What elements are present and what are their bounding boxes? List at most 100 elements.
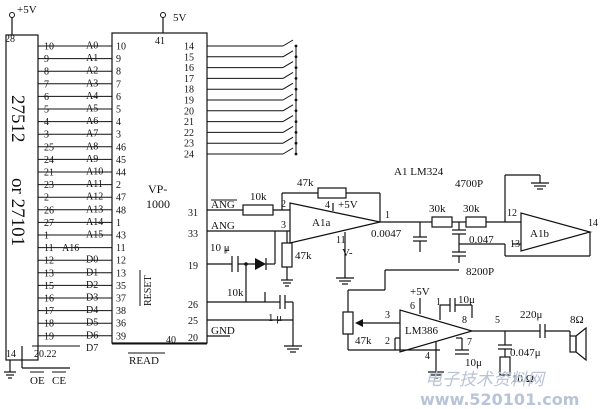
cap-10u-low-label: 10μ — [465, 357, 482, 369]
vp1000-left-pin-9: 45 — [116, 155, 126, 166]
resistor-47k-b — [281, 242, 293, 268]
bus-label-2: A2 — [86, 66, 98, 77]
vp1000-left-pin-8: 46 — [116, 142, 126, 153]
bus-label-11: A11 — [86, 179, 103, 190]
vp1000-left-pin-4: 6 — [116, 92, 121, 103]
diode-body — [255, 258, 266, 270]
vp1000-right-pin-7: 21 — [184, 117, 194, 128]
reset-network: 10k 1 μ — [227, 287, 294, 324]
vp1000-right-pin-0: 14 — [184, 42, 194, 53]
resistor-30k-b — [465, 216, 487, 228]
eprom-pin-20: 16 — [44, 294, 54, 305]
read-label: READ — [129, 355, 159, 367]
cap-0047b-label: 0.047 — [469, 234, 494, 246]
vp1000-left-pin-10: 44 — [116, 168, 126, 179]
switch-blade-1 — [282, 50, 294, 58]
bus-label-24: D7 — [86, 343, 98, 354]
vp1000-right-pin-4: 18 — [184, 85, 194, 96]
speaker-icon — [575, 326, 587, 362]
vp1000-right-pin-9: 23 — [184, 139, 194, 150]
bus-label-6: A6 — [86, 116, 98, 127]
opamp-a1a-pin3: 3 — [281, 220, 286, 231]
bus-label-15: A15 — [86, 230, 103, 241]
vp1000-left-pin-20: 37 — [116, 294, 126, 305]
vp1000-vcc-pin: 41 — [155, 36, 165, 47]
eprom-gnd-pin: 14 — [6, 349, 16, 360]
opamp-a1a-body — [289, 202, 381, 244]
switch-array — [207, 39, 298, 156]
switch-blade-4 — [282, 82, 294, 90]
resistor-47k-b-label: 47k — [295, 250, 312, 262]
watermark: 电子技术资料网 www.520101.com — [420, 370, 579, 409]
eprom-ground: OE CE — [4, 346, 70, 387]
opamp-a1a-label: A1a — [312, 217, 330, 229]
lm386-pin5: 5 — [495, 315, 500, 326]
pot-wiper — [355, 319, 363, 327]
left-supply-terminal — [9, 12, 15, 18]
switch-blade-3 — [282, 71, 294, 79]
switch-blade-9 — [282, 136, 294, 144]
vp1000-pin-33: 33 — [188, 229, 198, 240]
vp1000-pin-20: 20 — [188, 333, 198, 344]
switch-blade-6 — [282, 104, 294, 112]
pot-label: 47k — [355, 335, 372, 347]
bus-label-16: A16 — [62, 243, 79, 254]
vp1000-left-pin-5: 5 — [116, 105, 121, 116]
ang-bar-label: ANG — [211, 199, 235, 211]
opamp-a1a-vminus: V- — [342, 247, 353, 259]
vp1000-left-pin-17: 12 — [116, 256, 126, 267]
opamp-a1b: A1b 12 13 14 — [507, 208, 598, 252]
bus-label-10: A10 — [86, 167, 103, 178]
vp1000-left-pin-21: 38 — [116, 306, 126, 317]
bus-label-17: D0 — [86, 255, 98, 266]
opamp-a1a-pin4: 4 — [325, 200, 330, 211]
bus-label-3: A3 — [86, 78, 98, 89]
vp1000-analog-pins: 31 33 19 26 25 20 ANG ANG GND — [188, 199, 302, 353]
vp1000-left-pin-6: 4 — [116, 117, 121, 128]
resistor-10ohm-label: 10 Ω — [512, 373, 534, 385]
resistor-30k-a-label: 30k — [429, 203, 446, 215]
resistor-30k-a — [431, 216, 453, 228]
vp1000-right-pin-1: 15 — [184, 52, 194, 63]
eprom-name-line1: 27512 — [7, 95, 28, 143]
speaker-label: 8Ω — [570, 314, 584, 326]
eprom-pin-9: 24 — [44, 155, 54, 166]
cap-8200p-label: 8200P — [466, 266, 494, 278]
vp1000-left-pin-1: 9 — [116, 54, 121, 65]
vp1000-left-pin-23: 39 — [116, 331, 126, 342]
left-supply-label: +5V — [17, 4, 37, 16]
vp1000-right-pin-6: 20 — [184, 106, 194, 117]
vp1000-left-pin-22: 36 — [116, 319, 126, 330]
switch-blade-7 — [282, 115, 294, 123]
opamp-a1b-label: A1b — [530, 228, 549, 240]
vp1000-right-pin-5: 19 — [184, 96, 194, 107]
bus-label-19: D2 — [86, 280, 98, 291]
lm386-pin3: 3 — [385, 310, 390, 321]
eprom-pin-12: 2 — [44, 193, 49, 204]
oe-label: OE — [30, 375, 45, 387]
vp1000-right-pin-8: 22 — [184, 128, 194, 139]
lm386-supply: +5V — [410, 286, 430, 298]
vp1000-pin-25: 25 — [188, 316, 198, 327]
vp1000-supply-terminal — [160, 12, 166, 18]
vp1000-left-pin-16: 11 — [116, 243, 126, 254]
reset-label: RESET — [143, 275, 154, 306]
vp1000-left-pin-18: 13 — [116, 268, 126, 279]
eprom-pin-21: 17 — [44, 306, 54, 317]
vp1000-body — [111, 32, 208, 344]
vp1000-name-line1: VP- — [148, 182, 167, 196]
switch-blade-8 — [282, 125, 294, 133]
resistor-47k-fb-label: 47k — [297, 177, 314, 189]
vp1000-pin-26: 26 — [188, 300, 198, 311]
cap-0047a-label: 0.0047 — [371, 228, 402, 240]
resistor-10k-b-label: 10k — [227, 287, 244, 299]
bus-label-8: A8 — [86, 141, 98, 152]
vp1000-left-pin-7: 3 — [116, 130, 121, 141]
read-pin: 40 — [166, 335, 176, 346]
left-supply: +5V — [9, 4, 37, 35]
gnd-label: GND — [211, 325, 235, 337]
vp1000-right-pin-3: 17 — [184, 74, 194, 85]
